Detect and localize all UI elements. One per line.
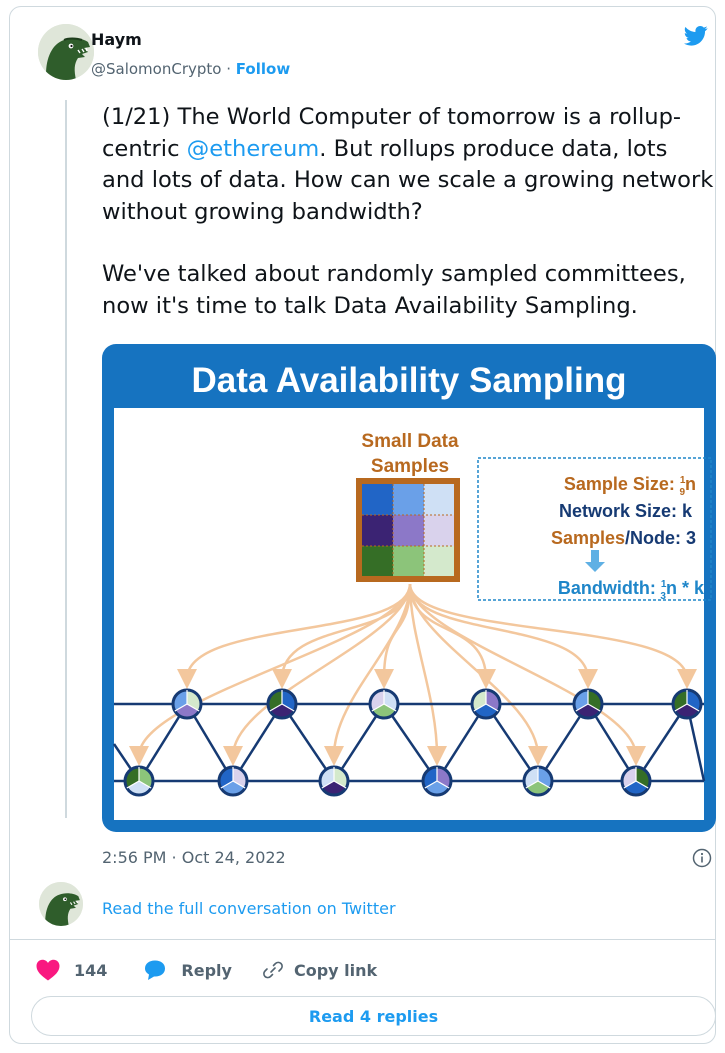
data-sample-grid <box>356 478 460 582</box>
network-node <box>368 688 400 720</box>
sample-size-frac-den: 9 <box>679 487 685 498</box>
read-conversation-link[interactable]: Read the full conversation on Twitter <box>102 899 396 918</box>
reply-avatar[interactable] <box>39 882 83 926</box>
follow-link[interactable]: Follow <box>235 60 291 78</box>
heart-icon <box>36 959 60 981</box>
network-node <box>572 688 604 720</box>
sample-arrow <box>408 583 646 766</box>
sample-arrow <box>324 583 412 766</box>
network-size-stat: Network Size: k <box>559 501 693 521</box>
samples-node-pre: Samples <box>551 528 625 548</box>
like-count: 144 <box>74 960 108 980</box>
copy-link-button[interactable]: Copy link <box>262 959 377 981</box>
network-node <box>671 688 703 720</box>
link-icon <box>263 961 283 979</box>
info-icon[interactable] <box>692 848 712 872</box>
reply-label: Reply <box>181 960 232 980</box>
sample-arrow <box>223 583 412 766</box>
author-handle[interactable]: @SalomonCrypto <box>91 60 222 78</box>
network-node <box>522 765 554 797</box>
samples-label-2: Samples <box>371 456 449 477</box>
stats-box <box>477 457 712 601</box>
author-name[interactable]: Haym <box>91 30 142 49</box>
tweet-media-image[interactable]: Data Availability Sampling Small Data Sa… <box>102 344 716 832</box>
network-node <box>421 765 453 797</box>
thread-line <box>65 100 67 818</box>
like-button[interactable]: 144 <box>36 959 107 981</box>
samples-label-1: Small Data <box>361 431 459 452</box>
sample-arrow <box>408 583 548 766</box>
network-node <box>318 765 350 797</box>
samples-node-stat: Samples/Node: 3 <box>551 528 696 548</box>
network-node <box>123 765 155 797</box>
tweet-text-part: . But rollups produce data, lots and lot… <box>102 135 714 225</box>
divider <box>9 939 716 940</box>
bandwidth-unit: n * k <box>666 578 705 598</box>
bandwidth-frac-num: 1 <box>661 579 667 590</box>
read-replies-button[interactable]: Read 4 replies <box>31 996 716 1036</box>
sample-arrow <box>408 583 447 766</box>
reply-button[interactable]: Reply <box>143 959 232 981</box>
sample-arrow <box>408 583 697 689</box>
infographic-title: Data Availability Sampling <box>191 361 626 400</box>
bandwidth-frac-den: 3 <box>660 591 666 602</box>
tweet-paragraph-1: (1/21) The World Computer of tomorrow is… <box>102 102 714 228</box>
handle-separator: · <box>226 60 232 78</box>
copy-link-label: Copy link <box>293 960 378 980</box>
network-node <box>171 688 203 720</box>
tweet-paragraph-2: We've talked about randomly sampled comm… <box>102 261 686 319</box>
data-availability-infographic: Data Availability Sampling Small Data Sa… <box>102 344 716 832</box>
bandwidth-label: Bandwidth: <box>558 578 661 598</box>
author-handle-row: @SalomonCrypto · Follow <box>91 60 290 78</box>
sample-distribution-arrows <box>129 583 697 766</box>
sample-arrow <box>177 583 412 689</box>
action-bar: 144 Reply Copy link <box>36 957 377 983</box>
tweet-text: (1/21) The World Computer of tomorrow is… <box>102 102 714 322</box>
network-node <box>217 765 249 797</box>
network-node <box>620 765 652 797</box>
twitter-bird-icon[interactable] <box>683 26 708 50</box>
down-arrow-icon <box>585 550 605 572</box>
mention-link[interactable]: @ethereum <box>186 135 320 162</box>
tweet-timestamp[interactable]: 2:56 PM · Oct 24, 2022 <box>102 848 286 867</box>
network-node <box>470 688 502 720</box>
sample-arrow <box>129 583 412 766</box>
samples-node-post: /Node: 3 <box>625 528 696 548</box>
reply-bubble-icon <box>145 960 166 980</box>
tweet-text-part: (1/21) The World Computer of tomorrow is… <box>102 104 682 162</box>
sample-size-unit: n <box>685 474 696 494</box>
sample-size-frac-num: 1 <box>680 475 686 486</box>
node-network <box>112 688 706 797</box>
sample-size-label: Sample Size: <box>564 474 680 494</box>
author-avatar[interactable] <box>38 24 94 80</box>
network-node <box>266 688 298 720</box>
paragraph-gap <box>102 228 714 259</box>
